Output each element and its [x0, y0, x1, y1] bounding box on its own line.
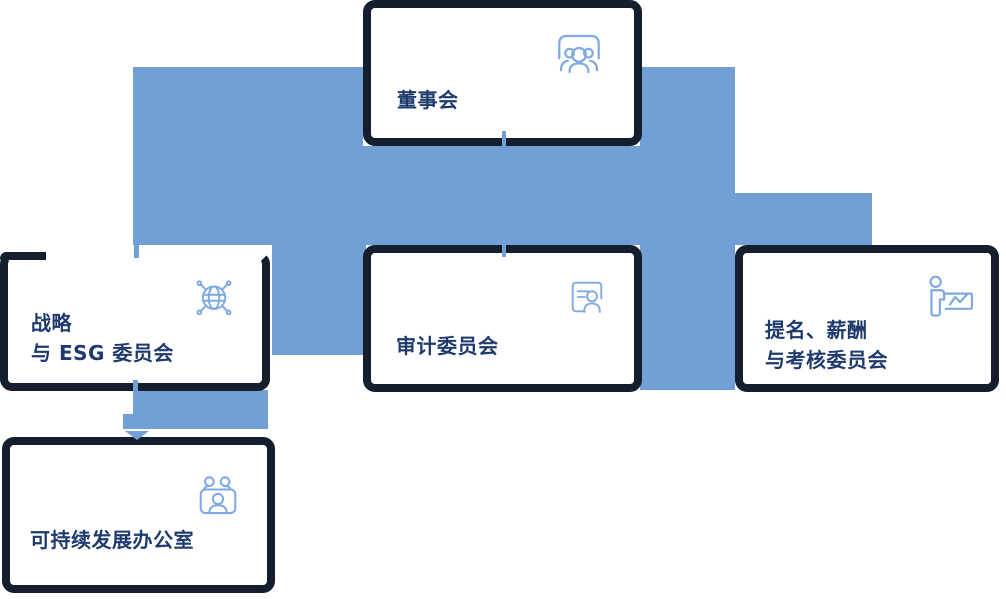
org-node-label: 提名、薪酬 与考核委员会: [765, 318, 888, 372]
connector-arrow-down-icon: [125, 431, 149, 440]
connector-column-right: [640, 67, 735, 390]
link-strip-audit-top: [502, 245, 506, 257]
org-node-nomination: 提名、薪酬 与考核委员会: [735, 245, 999, 392]
org-node-label: 董事会: [397, 88, 459, 112]
globe-network-icon: [196, 280, 232, 316]
link-strip-strategy-top: [134, 245, 139, 258]
connector-band-left: [133, 67, 363, 146]
meeting-room-icon: [199, 476, 237, 515]
connector-underband-1: [133, 390, 268, 414]
org-node-label: 审计委员会: [396, 334, 499, 358]
connector-band-right-extension: [735, 193, 872, 245]
connector-underband-2: [123, 414, 268, 429]
presenter-chart-icon: [929, 275, 974, 317]
org-node-strategy-esg: 战略 与 ESG 委员会: [0, 252, 270, 391]
connector-column-left-mid: [272, 245, 366, 355]
org-node-sustainability-office: 可持续发展办公室: [2, 437, 275, 593]
org-node-label: 可持续发展办公室: [30, 528, 194, 552]
strategy-card-top-corner: [0, 252, 46, 260]
org-node-audit: 审计委员会: [363, 245, 642, 392]
org-node-board: 董事会: [363, 0, 642, 146]
link-strip-board-bottom: [502, 131, 506, 146]
link-strip-strategy-bottom: [133, 380, 138, 391]
board-meeting-icon: [558, 34, 600, 74]
connector-band-main: [133, 146, 735, 245]
org-node-label: 战略 与 ESG 委员会: [31, 311, 174, 365]
audit-id-card-icon: [571, 281, 603, 313]
